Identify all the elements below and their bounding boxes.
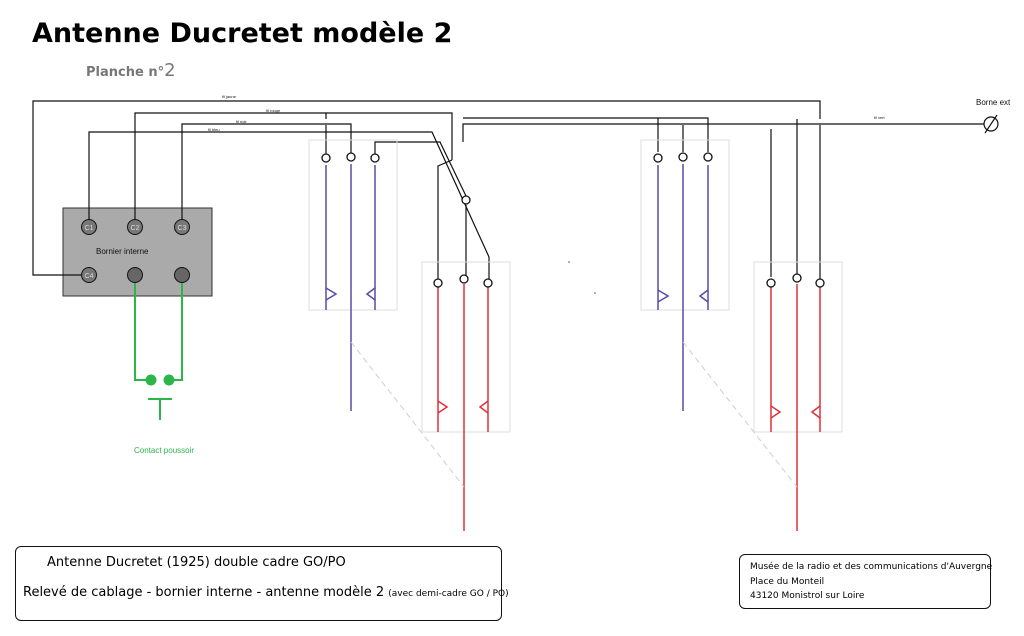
museum-box: Musée de la radio et des communications … bbox=[739, 554, 993, 609]
push-button-contact-2 bbox=[163, 374, 175, 386]
page-title: Antenne Ducretet modèle 2 bbox=[32, 18, 453, 49]
terminal-c1-label: C1 bbox=[85, 225, 94, 232]
terminal-pb2 bbox=[174, 267, 190, 283]
caption-line-2-note: (avec demi-cadre GO / PO) bbox=[388, 589, 509, 599]
external-terminal-label: Borne ext bbox=[976, 98, 1011, 107]
terminal-c4-label: C4 bbox=[85, 273, 94, 280]
museum-city: 43120 Monistrol sur Loire bbox=[750, 591, 865, 601]
caption-line-2-main: Relevé de cablage - bornier interne - an… bbox=[23, 585, 385, 600]
red-coil-2 bbox=[770, 284, 821, 531]
museum-name: Musée de la radio et des communications … bbox=[750, 562, 993, 572]
black-wires bbox=[32, 100, 984, 281]
museum-street: Place du Monteil bbox=[750, 577, 825, 587]
external-terminal bbox=[983, 114, 999, 134]
plate-number: Planche n°2 bbox=[86, 60, 176, 81]
caption-box: Antenne Ducretet (1925) double cadre GO/… bbox=[15, 546, 509, 621]
plate-label: Planche n° bbox=[86, 65, 165, 80]
plate-num: 2 bbox=[164, 60, 176, 81]
caption-line-1: Antenne Ducretet (1925) double cadre GO/… bbox=[47, 555, 346, 570]
push-button-contact-1 bbox=[145, 374, 157, 386]
terminal-c3-label: C3 bbox=[178, 225, 187, 232]
label-black: fil noir bbox=[236, 119, 247, 124]
label-blue: fil bleu bbox=[208, 127, 220, 132]
blue-coil-1 bbox=[325, 164, 376, 411]
terminal-c3: C3 bbox=[174, 219, 190, 235]
terminal-pb1 bbox=[127, 267, 143, 283]
coil-frames bbox=[308, 139, 843, 433]
terminal-block-label: Bornier interne bbox=[96, 247, 149, 256]
red-coil-1 bbox=[437, 284, 489, 531]
label-yellow: fil jaune bbox=[222, 94, 237, 99]
connection-points bbox=[321, 152, 825, 288]
terminal-c2-label: C2 bbox=[131, 225, 140, 232]
push-button-label: Contact poussoir bbox=[134, 446, 194, 455]
terminal-c4: C4 bbox=[81, 267, 97, 283]
terminal-c1: C1 bbox=[81, 219, 97, 235]
terminal-c2: C2 bbox=[127, 219, 143, 235]
push-button bbox=[134, 283, 183, 420]
caption-line-2: Relevé de cablage - bornier interne - an… bbox=[23, 585, 509, 600]
label-green: fil vert bbox=[874, 115, 886, 120]
dashed-lines bbox=[350, 341, 798, 488]
blue-coil-2 bbox=[657, 164, 709, 411]
label-red: fil rouge bbox=[266, 108, 281, 113]
